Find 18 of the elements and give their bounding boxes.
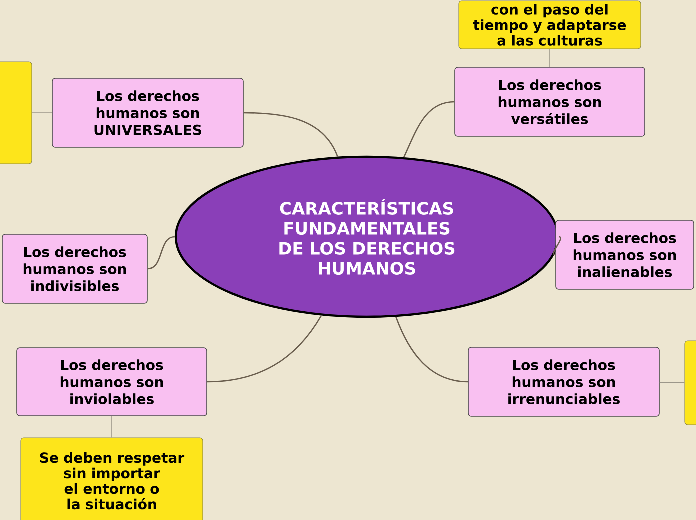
connector-line	[244, 112, 338, 158]
connector-line	[148, 236, 176, 270]
topic-box: Los derechos humanos son inviolables	[16, 348, 208, 416]
topic-box: Los derechos humanos son irrenunciables	[468, 347, 660, 417]
topic-box: Los derechos humanos son inalienables	[556, 220, 694, 290]
connector-line	[660, 382, 686, 384]
note-box: con el paso del tiempo y adaptarse a las culturas	[458, 0, 642, 50]
note-box	[684, 340, 696, 426]
connector-line	[404, 101, 455, 158]
note-box	[0, 62, 32, 164]
topic-box: Los derechos humanos son indivisibles	[2, 234, 148, 304]
connector-line	[207, 315, 322, 383]
note-box: Se deben respetar sin importar el entorno o la situación	[20, 438, 204, 520]
topic-box: Los derechos humanos son UNIVERSALES	[52, 78, 244, 148]
connector-line	[553, 236, 562, 256]
topic-box: Los derechos humanos son versátiles	[454, 67, 646, 137]
connector-line	[32, 112, 52, 114]
connector-line	[396, 316, 468, 383]
